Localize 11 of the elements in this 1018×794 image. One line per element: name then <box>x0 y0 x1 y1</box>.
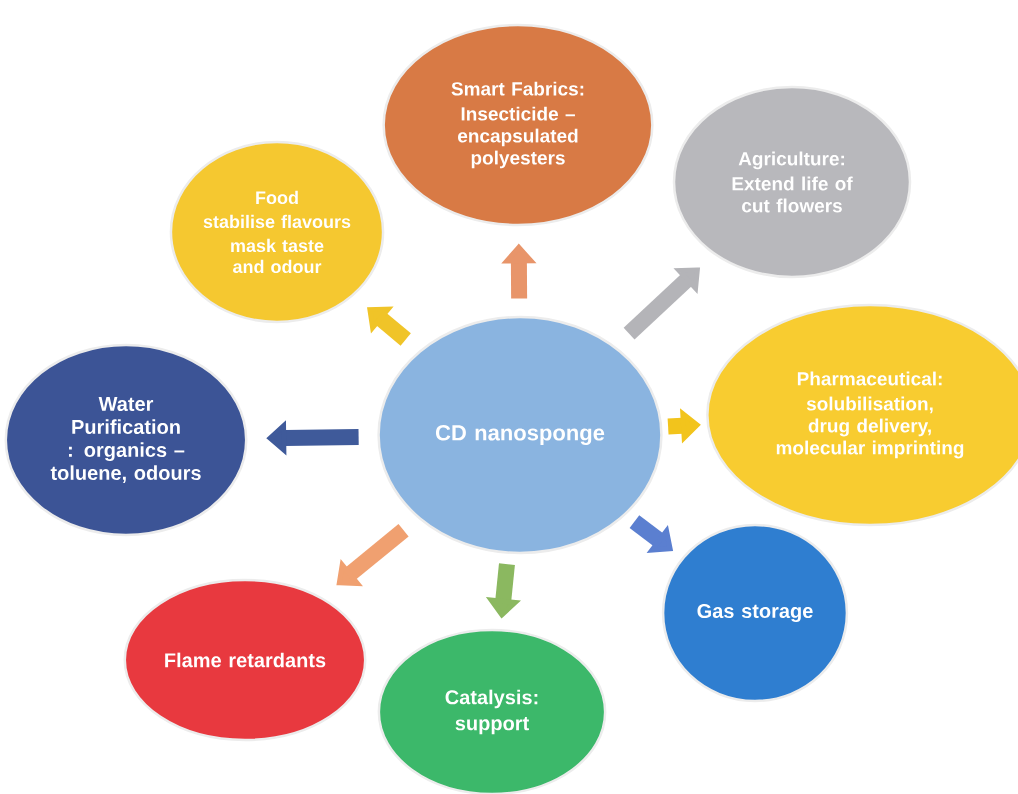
ellipse-node: Food stabilise flavours mask taste and odour <box>169 140 385 324</box>
ellipse-node: Agriculture: Extend life of cut flowers <box>672 85 912 279</box>
ellipse-node: CD nanosponge <box>377 315 663 555</box>
ellipse-node: Water Purification : organics – toluene, odours <box>4 343 248 537</box>
block-arrow <box>336 524 409 587</box>
block-arrow <box>367 306 411 346</box>
ellipse-node: Catalysis: support <box>377 628 607 794</box>
ellipse-node: Gas storage <box>661 523 849 703</box>
ellipse-node: Pharmaceutical: solubilisation, drug delivery, molecular imprinting <box>706 303 1018 527</box>
ellipse-node: Smart Fabrics: Insecticide – encapsulated polyesters <box>382 23 654 227</box>
ellipse-node: Flame retardants <box>123 578 367 742</box>
